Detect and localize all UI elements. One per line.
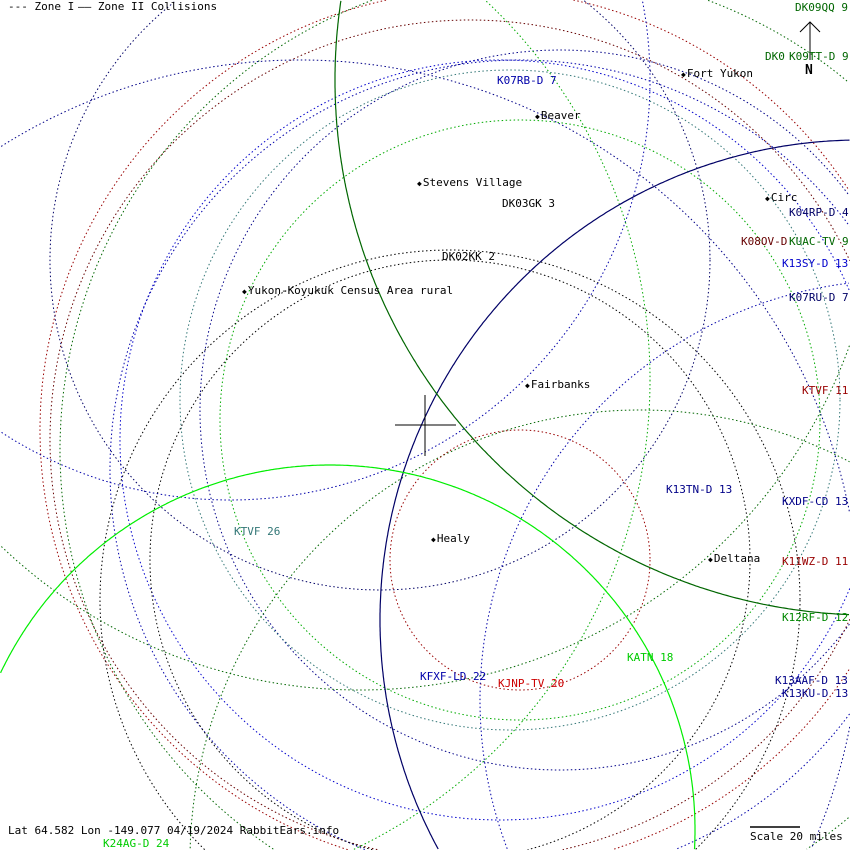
collision-circle — [379, 139, 850, 850]
scale-label: Scale 20 miles — [750, 830, 843, 843]
zone-circle — [479, 282, 849, 849]
zone-circle — [109, 59, 850, 850]
zone-circle — [1, 1, 651, 501]
zone-circle — [0, 345, 850, 691]
station-label[interactable]: K12RF-D 12 — [782, 611, 849, 624]
zone-circle — [119, 59, 850, 821]
zone-circle — [49, 19, 850, 850]
station-label[interactable]: K07RB-D 7 — [497, 74, 557, 87]
station-label[interactable]: DK03GK 3 — [502, 197, 555, 210]
station-label[interactable]: DK09QQ 9 — [795, 1, 848, 14]
zone-circle — [59, 0, 849, 850]
station-label[interactable]: KJNP-TV 20 — [498, 677, 565, 690]
station-label[interactable]: KTVF 11 — [802, 384, 849, 397]
zone-circle — [179, 69, 841, 731]
station-label[interactable]: K09TT-D 9 — [789, 50, 849, 63]
city-stevens-village: Stevens Village — [417, 177, 522, 190]
station-label[interactable]: K13AAF-D 13 — [775, 674, 848, 687]
legend-zone2: —— Zone II Collisions — [78, 0, 218, 13]
station-label[interactable]: K24AG-D 24 — [103, 837, 170, 850]
crosshair-icon — [395, 395, 456, 456]
zone-circle — [39, 0, 850, 850]
collision-circle — [0, 464, 696, 850]
city-fairbanks: Fairbanks — [525, 379, 591, 392]
zone-circle — [99, 249, 801, 850]
north-arrow-icon — [799, 21, 821, 60]
zone-circle — [49, 0, 711, 591]
zone-circle — [353, 0, 651, 850]
station-label[interactable]: K13KU-D 13 — [782, 687, 849, 700]
station-label[interactable]: K13SY-D 13 — [782, 257, 849, 270]
city-deltana: Deltana — [708, 553, 760, 566]
zone-circle — [149, 259, 751, 850]
station-label[interactable]: KFXF-LD 22 — [420, 670, 487, 683]
legend-zone1: --- Zone I — [8, 0, 75, 13]
city-fort-yukon: Fort Yukon — [681, 68, 753, 81]
city-healy: Healy — [431, 533, 470, 546]
station-label[interactable]: KATN 18 — [627, 651, 674, 664]
station-label[interactable]: K11WZ-D 11 — [782, 555, 849, 568]
collision-circle — [334, 0, 850, 616]
footer-coords: Lat 64.582 Lon -149.077 04/19/2024 Rabbi… — [8, 824, 340, 837]
city-circle: Circ — [765, 192, 798, 205]
zone-circle — [389, 429, 651, 691]
city-yukon-koyukuk: Yukon-Koyukuk Census Area rural — [242, 285, 453, 298]
station-label[interactable]: DK02KK 2 — [442, 250, 495, 263]
zone-circle — [199, 49, 850, 771]
north-label: N — [805, 63, 813, 78]
station-label[interactable]: K04RP-D 4 — [789, 206, 849, 219]
city-beaver: Beaver — [535, 110, 581, 123]
zone-circle — [0, 59, 850, 848]
station-label[interactable]: K08OV-D — [741, 235, 788, 248]
station-label[interactable]: DK0 — [765, 50, 785, 63]
station-label[interactable]: KXDF-CD 13 — [782, 495, 849, 508]
zone-circle — [219, 119, 821, 721]
zone-circle — [189, 409, 850, 849]
station-label[interactable]: KTVF 26 — [234, 525, 281, 538]
station-label[interactable]: KUAC-TV 9 — [789, 235, 849, 248]
station-label[interactable]: K07RU-D 7 — [789, 291, 849, 304]
station-label[interactable]: K13TN-D 13 — [666, 483, 733, 496]
